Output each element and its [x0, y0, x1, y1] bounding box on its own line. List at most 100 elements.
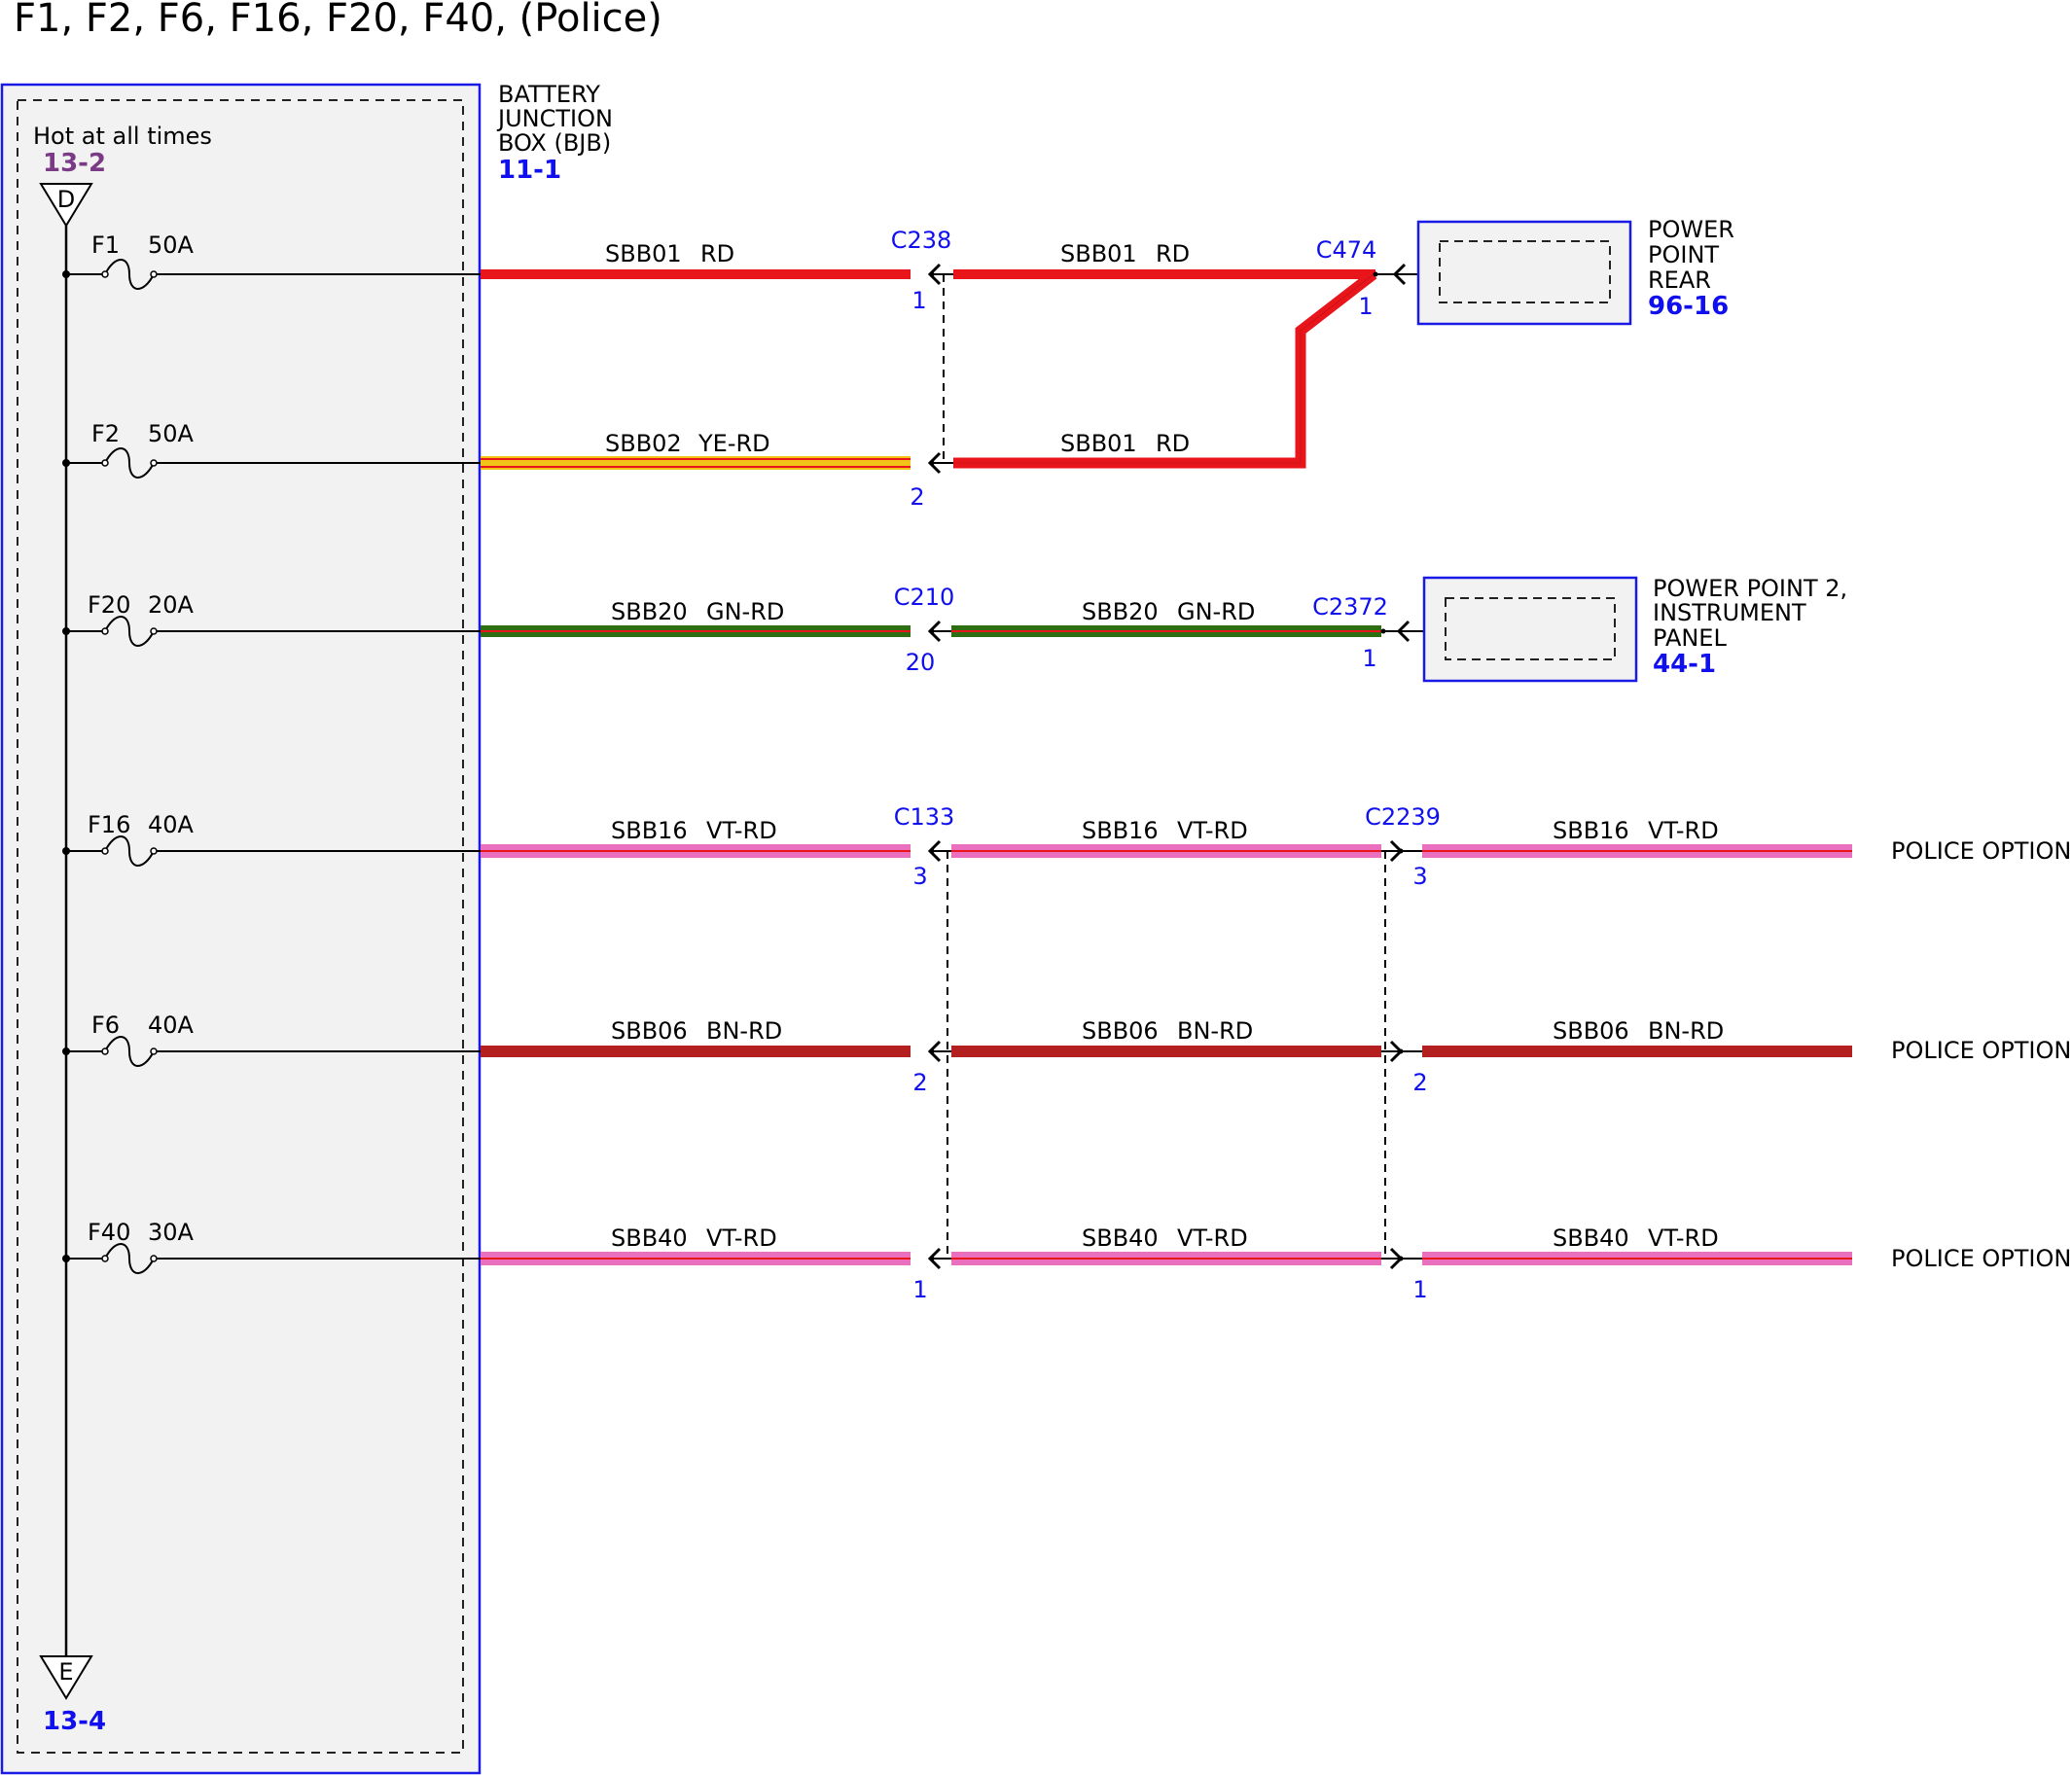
bjb-ref[interactable]: 11-1 — [498, 156, 561, 185]
connector-pin-label: 1 — [911, 287, 926, 314]
connector-pin-dot — [1398, 848, 1404, 854]
connector-e-triangle — [39, 1655, 93, 1700]
fuse-rating-f2: 50A — [148, 420, 195, 447]
diagram-title: F1, F2, F6, F16, F20, F40, (Police) — [14, 0, 662, 41]
wire-label: SBB01 — [1060, 240, 1137, 267]
wire-label: GN-RD — [706, 598, 784, 625]
police-option-label: POLICE OPTION — [1891, 1245, 2071, 1272]
connector-pin-label: 1 — [1362, 645, 1376, 672]
wire-label: SBB16 — [611, 817, 688, 844]
wire-label: SBB40 — [1082, 1225, 1159, 1252]
wire-label: SBB40 — [1553, 1225, 1629, 1252]
wire-label: SBB20 — [1082, 598, 1159, 625]
bjb-inner-dashed — [17, 99, 464, 1754]
wire-label: VT-RD — [706, 1225, 777, 1252]
fuse-terminal — [150, 627, 158, 635]
wire-label: SBB02 — [605, 430, 682, 457]
wire-label: SBB20 — [611, 598, 688, 625]
bottom-ref[interactable]: 13-4 — [43, 1707, 106, 1736]
connector-pin-dot — [929, 848, 935, 854]
connector-c2239[interactable] — [1381, 839, 1422, 1270]
bjb-name-line-1: BATTERY — [498, 81, 600, 108]
power-point-2-box[interactable] — [1422, 576, 1638, 683]
fuse-terminal — [101, 1047, 109, 1055]
wire-label: SBB16 — [1082, 817, 1159, 844]
fuse-terminal — [101, 847, 109, 855]
connector-name-c474: C474 — [1316, 236, 1377, 264]
fuse-terminal — [150, 1047, 158, 1055]
connector-pin-label: 2 — [1412, 1069, 1427, 1096]
connector-e-label: E — [58, 1658, 73, 1686]
wire-label: SBB01 — [605, 240, 682, 267]
connector-pin-label: 2 — [912, 1069, 927, 1096]
bjb-name-line-3: BOX (BJB) — [498, 129, 611, 157]
power-point-rear-ref[interactable]: 96-16 — [1648, 292, 1729, 321]
wire-sbb01-jumper-outline — [953, 273, 1375, 464]
fuse-row-f40 — [62, 1243, 481, 1274]
power-point-2-ref[interactable]: 44-1 — [1653, 650, 1716, 679]
connector-d-triangle — [39, 183, 93, 228]
connector-pin-dot — [929, 460, 935, 466]
bjb-name-line-2: JUNCTION — [496, 105, 613, 132]
connector-pin-label: 3 — [912, 863, 927, 890]
connector-pin-dot — [1398, 1256, 1404, 1261]
fuse-row-f16 — [62, 835, 481, 867]
connector-pin-dot — [929, 1048, 935, 1054]
fuse-symbol — [104, 616, 155, 647]
connector-pin-dot — [1380, 628, 1386, 634]
fuse-terminal — [101, 1255, 109, 1262]
fuse-terminal — [150, 847, 158, 855]
connector-pin-label: 3 — [1412, 863, 1427, 890]
connector-pin-label: 1 — [912, 1276, 927, 1303]
connector-name-c2239: C2239 — [1365, 803, 1441, 831]
connector-c133[interactable] — [927, 839, 952, 1270]
power-point-2-inner — [1445, 597, 1616, 660]
police-option-label: POLICE OPTION — [1891, 837, 2071, 865]
fuse-terminal — [150, 1255, 158, 1262]
fuse-terminal — [101, 459, 109, 467]
fuse-symbol — [104, 835, 155, 867]
connector-pin-dot — [929, 271, 935, 277]
fuse-symbol — [104, 259, 155, 290]
fuse-terminal — [101, 627, 109, 635]
fuse-symbol — [104, 1036, 155, 1067]
wire-label: SBB40 — [611, 1225, 688, 1252]
wire-label: VT-RD — [706, 817, 777, 844]
connector-c238[interactable] — [927, 263, 954, 475]
fuse-rating-f20: 20A — [148, 591, 195, 619]
power-point-rear-name-line-2: POINT — [1648, 241, 1719, 268]
wire-label: RD — [1156, 430, 1190, 457]
connector-pin-dot — [1398, 1048, 1404, 1054]
wire-sbb06-seg3[interactable] — [1422, 1046, 1852, 1057]
connector-name-c210: C210 — [894, 584, 955, 611]
power-point-rear-box[interactable] — [1416, 220, 1632, 326]
wire-label: VT-RD — [1177, 817, 1248, 844]
wire-label: VT-RD — [1177, 1225, 1248, 1252]
wire-label: YE-RD — [697, 430, 770, 457]
wire-sbb01-seg2[interactable] — [953, 269, 1375, 279]
top-ref[interactable]: 13-2 — [43, 149, 106, 178]
fuse-id-f20: F20 — [88, 591, 130, 619]
wire-label: VT-RD — [1648, 817, 1719, 844]
connector-name-c133: C133 — [894, 803, 955, 831]
connector-name-c2372: C2372 — [1312, 593, 1388, 621]
wire-sbb06-seg2[interactable] — [951, 1046, 1381, 1057]
connector-d-label: D — [57, 186, 75, 213]
fuse-terminal — [101, 270, 109, 278]
wire-sbb01-seg1[interactable] — [481, 269, 911, 279]
power-point-rear-name-line-1: POWER — [1648, 216, 1734, 243]
wire-label: SBB01 — [1060, 430, 1137, 457]
wire-sbb01-jumper[interactable] — [953, 269, 1377, 469]
fuse-terminal — [150, 459, 158, 467]
wire-label: SBB16 — [1553, 817, 1629, 844]
connector-pin-label: 1 — [1412, 1276, 1427, 1303]
connector-c210[interactable] — [927, 620, 952, 643]
power-point-2-name-line-1: POWER POINT 2, — [1653, 575, 1847, 602]
fuse-row-f1 — [62, 259, 481, 290]
fuse-row-f6 — [62, 1036, 481, 1067]
wire-sbb06-seg1[interactable] — [481, 1046, 911, 1057]
connector-pin-label: 2 — [910, 483, 924, 511]
connector-pin-dot — [1373, 271, 1378, 277]
fuse-id-f1: F1 — [91, 231, 120, 259]
